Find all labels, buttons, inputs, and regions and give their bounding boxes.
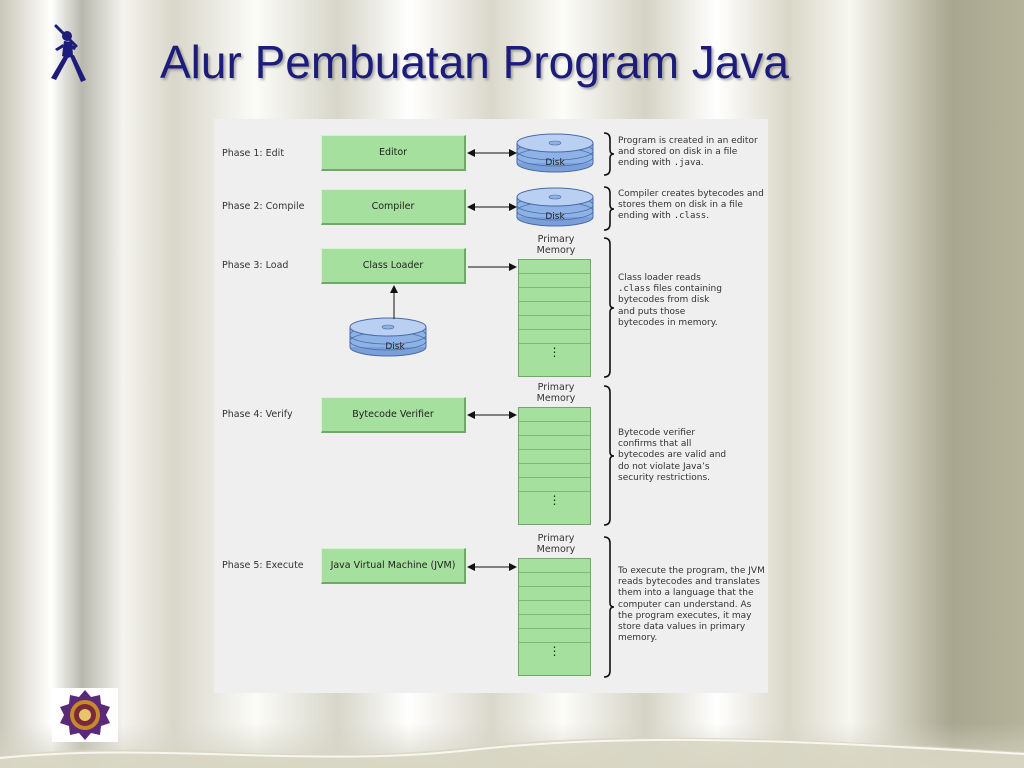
batter-silhouette-icon (51, 24, 86, 82)
brace-phase-4 (603, 385, 615, 526)
phase-3-label: Phase 3: Load (222, 260, 289, 271)
primary-memory-block-1: ⋮ (518, 259, 591, 377)
svg-text:Disk: Disk (545, 158, 565, 168)
phase-3-description: Class loader reads .class files containi… (618, 273, 722, 328)
slide-title: Alur Pembuatan Program Java (160, 36, 789, 88)
jvm-box: Java Virtual Machine (JVM) (321, 548, 466, 584)
memory-ellipsis: ⋮ (548, 345, 561, 359)
brace-phase-2 (603, 186, 615, 231)
bytecode-verifier-box: Bytecode Verifier (321, 397, 466, 433)
disk-icon-phase-2: Disk (516, 187, 594, 227)
phase-2-label: Phase 2: Compile (222, 201, 305, 212)
primary-memory-label-2: Primary Memory (536, 382, 576, 404)
phase-4-description: Bytecode verifier confirms that all byte… (618, 428, 727, 483)
phase-4-label: Phase 4: Verify (222, 409, 293, 420)
java-flow-diagram: Phase 1: Edit Phase 2: Compile Phase 3: … (214, 119, 768, 693)
phase-1-label: Phase 1: Edit (222, 148, 285, 159)
disk-icon-phase-3: Disk (349, 317, 427, 357)
primary-memory-block-2: ⋮ (518, 407, 591, 525)
class-loader-box: Class Loader (321, 248, 466, 284)
phase-5-label: Phase 5: Execute (222, 560, 304, 571)
brace-phase-5 (603, 536, 615, 678)
svg-text:Disk: Disk (545, 212, 565, 222)
brace-phase-3 (603, 237, 615, 378)
editor-box: Editor (321, 135, 466, 171)
memory-ellipsis: ⋮ (548, 493, 561, 507)
primary-memory-block-3: ⋮ (518, 558, 591, 676)
bottom-swoosh-decoration (0, 737, 1024, 768)
primary-memory-label-3: Primary Memory (536, 533, 576, 555)
phase-2-description: Compiler creates bytecodes and stores th… (618, 189, 764, 222)
svg-text:Disk: Disk (385, 342, 405, 352)
phase-5-description: To execute the program, the JVM reads by… (618, 566, 765, 644)
memory-ellipsis: ⋮ (548, 644, 561, 658)
diagram-connectors: Disk Disk Disk (349, 132, 615, 678)
university-seal-logo (52, 688, 118, 742)
phase-1-description: Program is created in an editor and stor… (618, 136, 758, 169)
disk-icon-phase-1: Disk (516, 133, 594, 173)
compiler-box: Compiler (321, 189, 466, 225)
brace-phase-1 (603, 132, 615, 176)
primary-memory-label-1: Primary Memory (536, 234, 576, 256)
